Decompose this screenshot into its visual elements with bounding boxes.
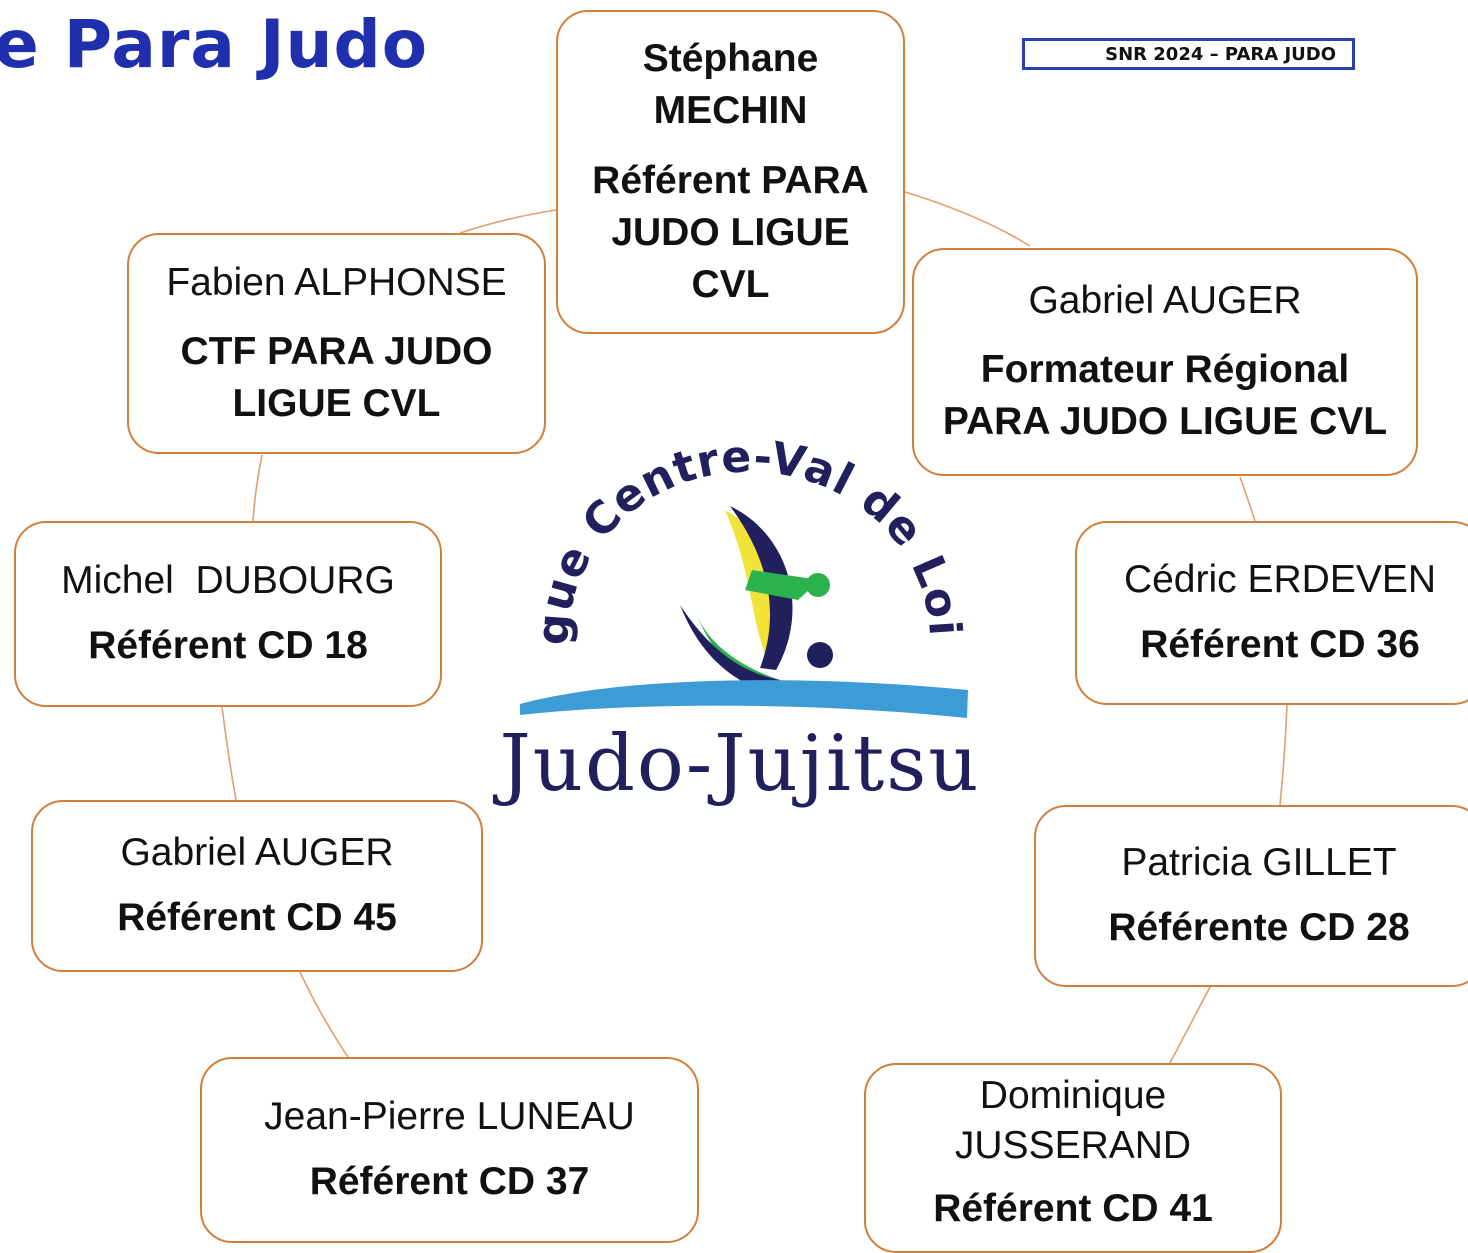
node-role: Référent CD 36 [1140,623,1420,666]
node-role: Référent CD 41 [933,1187,1213,1230]
page-title: e Para Judo [0,6,429,83]
node-name: Patricia GILLET [1121,841,1397,884]
node-name: Gabriel AUGER [1028,279,1302,322]
connector-auger-erdeven [1239,476,1256,522]
node-role: Référent CD 37 [309,1160,590,1203]
node-role: Formateur Régional PARA JUDO LIGUE CVL [942,348,1388,443]
node-name: Fabien ALPHONSE [166,260,507,304]
node-erdeven: Cédric ERDEVEN Référent CD 36 [1075,521,1468,705]
node-dubourg: Michel DUBOURG Référent CD 18 [14,521,442,707]
node-role: Référent CD 18 [88,624,368,667]
connector-top-alphonse [459,209,557,234]
node-name: Jean-Pierre LUNEAU [264,1095,635,1138]
node-auger-cd45: Gabriel AUGER Référent CD 45 [31,800,483,972]
node-auger-regional: Gabriel AUGER Formateur Régional PARA JU… [912,248,1418,476]
node-gillet: Patricia GILLET Référente CD 28 [1034,805,1468,987]
ligue-logo: Ligue Centre-Val de Loire Judo-Jujitsu [480,440,981,809]
logo-wordmark: Judo-Jujitsu [493,719,981,809]
node-luneau: Jean-Pierre LUNEAU Référent CD 37 [200,1057,699,1243]
node-name: Stéphane MECHIN [642,37,819,132]
logo-swoosh [520,680,968,718]
node-role: Référent CD 45 [117,896,397,939]
node-alphonse: Fabien ALPHONSE CTF PARA JUDO LIGUE CVL [127,233,546,454]
node-name: Gabriel AUGER [120,831,394,874]
node-name: Cédric ERDEVEN [1123,558,1437,601]
node-top-referent: Stéphane MECHIN Référent PARA JUDO LIGUE… [556,10,905,334]
logo-arc-text: Ligue Centre-Val de Loire [480,440,970,647]
node-name: Dominique JUSSERAND [954,1074,1192,1167]
connector-dubourg-auger45 [221,706,237,801]
node-role: CTF PARA JUDO LIGUE CVL [180,329,493,425]
node-name: Michel DUBOURG [61,559,395,602]
node-jusserand: Dominique JUSSERAND Référent CD 41 [864,1063,1282,1253]
header-badge: SNR 2024 – PARA JUDO [1022,38,1355,70]
node-role: Référente CD 28 [1108,906,1410,949]
judoka-icon [680,506,833,695]
connector-erdeven-gillet [1279,704,1288,806]
connector-top-auger [904,191,1031,247]
connector-gillet-jusserand [1169,986,1211,1064]
connector-auger45-luneau [299,971,349,1058]
node-role: Référent PARA JUDO LIGUE CVL [592,159,869,306]
connector-alphonse-dubourg [252,454,263,522]
